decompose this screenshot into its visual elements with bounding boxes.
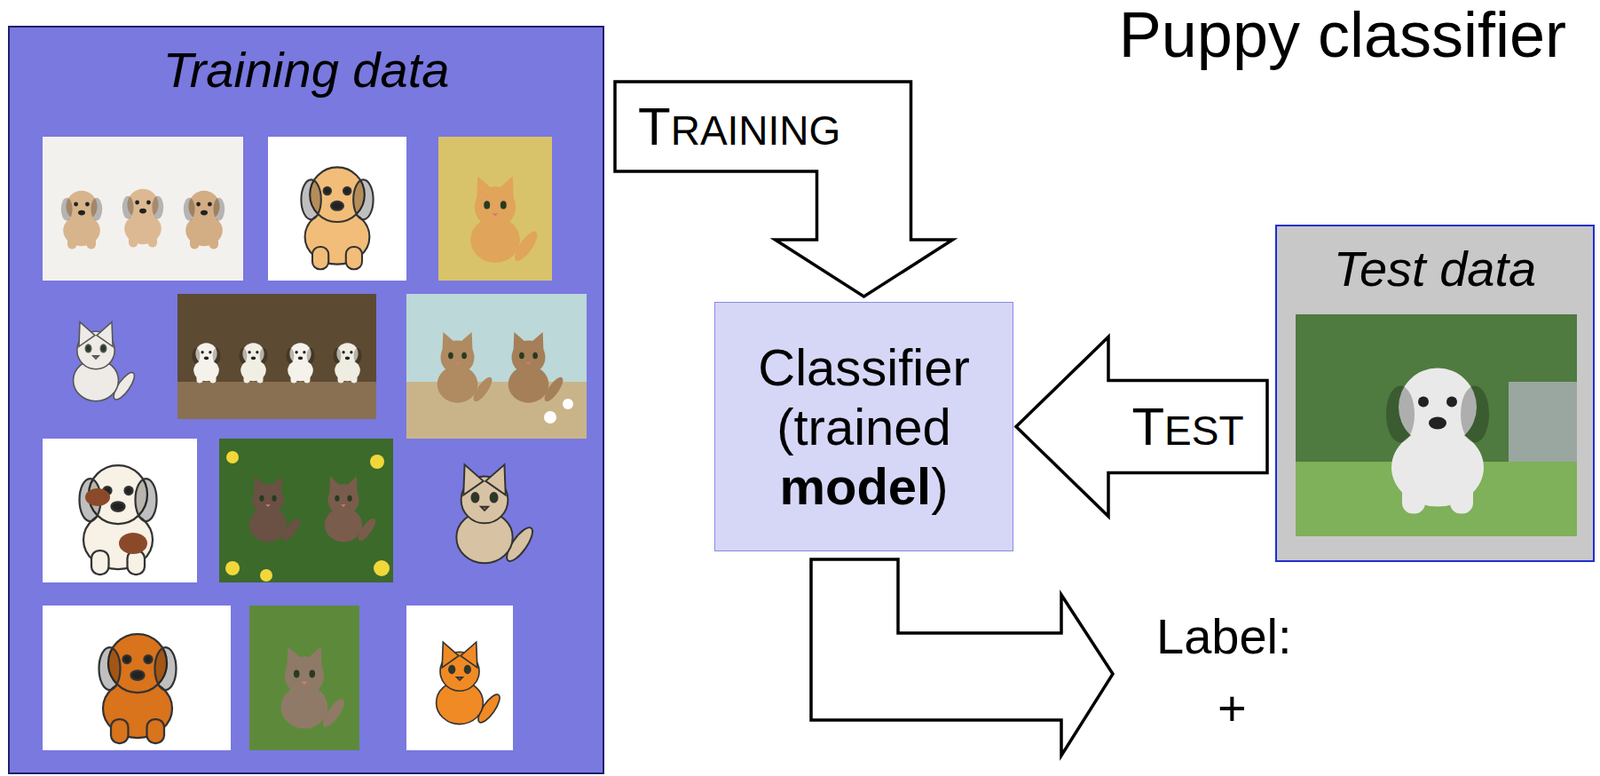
cartoon-st-bernard-part — [79, 465, 158, 575]
poodle-puppies-photo-part — [42, 136, 244, 281]
cartoon-dog — [267, 136, 407, 281]
vintage-kittens-picture-part — [437, 331, 496, 404]
text-part: Classifier (trained — [757, 338, 970, 456]
vintage-kittens-picture-part — [543, 410, 557, 424]
cartoon-dog-part — [300, 166, 373, 269]
cartoon-st-bernard-part — [42, 438, 198, 583]
husky-puppy-photo-part — [1386, 368, 1490, 514]
cartoon-orange-cat — [406, 605, 513, 750]
westie-puppies-photo-part — [286, 342, 316, 383]
vintage-kittens-picture-part — [508, 331, 567, 404]
poodle-puppies-photo — [42, 136, 244, 281]
edge-label: TEST — [1131, 397, 1244, 457]
kitten-grass-photo-part — [249, 605, 360, 750]
calico-kittens-photo-part — [249, 476, 303, 544]
calico-kittens-photo-part — [370, 454, 385, 469]
cartoon-st-bernard-part — [118, 532, 148, 554]
westie-puppies-photo-part — [192, 342, 221, 383]
husky-puppy-photo-part — [1295, 314, 1577, 536]
westie-puppies-photo-part — [239, 342, 268, 383]
vintage-kittens-picture — [406, 293, 587, 439]
calico-kittens-photo-part — [373, 559, 390, 576]
kitten-grass-photo — [249, 605, 360, 750]
text-part: ) — [930, 457, 948, 515]
westie-puppies-photo-part — [177, 381, 377, 419]
cartoon-orange-dog-part — [42, 605, 231, 750]
kitten-grass-photo-part — [281, 646, 349, 730]
cartoon-orange-cat-part — [436, 641, 505, 726]
calico-kittens-photo — [219, 438, 394, 583]
training-block-arrow — [614, 81, 954, 297]
cartoon-orange-cat-part — [406, 605, 513, 750]
westie-puppies-photo-part — [177, 293, 377, 419]
westie-puppies-photo — [177, 293, 377, 419]
kitten-photo-part — [438, 136, 552, 281]
cartoon-orange-dog-part — [99, 633, 177, 743]
poodle-puppies-photo-part — [183, 190, 225, 250]
cartoon-dog-part — [267, 136, 407, 281]
classifier-box: Classifier (trained model) — [714, 301, 1014, 552]
vintage-kittens-picture-part — [406, 293, 587, 439]
diagram-title: Puppy classifier — [1119, 0, 1567, 71]
output-value: + — [1217, 677, 1247, 738]
calico-kittens-photo-part — [219, 438, 394, 583]
classifier-box-text: Classifier (trained model) — [725, 337, 1002, 517]
vintage-kittens-picture-part — [562, 398, 574, 410]
edge-label: TRAINING — [638, 97, 841, 157]
husky-puppy-photo — [1295, 314, 1577, 536]
training-data-panel-text: Training data — [163, 39, 450, 100]
test-data-panel-text: Test data — [1333, 238, 1537, 299]
kitten-photo — [438, 136, 552, 281]
poodle-puppies-photo-part — [122, 189, 164, 248]
calico-kittens-photo-part — [324, 476, 379, 544]
husky-puppy-photo-part — [1508, 381, 1577, 462]
poodle-puppies-photo-part — [61, 190, 103, 250]
cartoon-st-bernard — [42, 438, 198, 583]
westie-puppies-photo-part — [333, 342, 363, 383]
output-block-arrow — [811, 559, 1113, 756]
calico-kittens-photo-part — [226, 450, 239, 464]
output-label: Label: — [1156, 606, 1293, 666]
calico-kittens-photo-part — [260, 568, 273, 582]
cartoon-orange-dog — [42, 605, 231, 750]
cartoon-st-bernard-part — [85, 488, 111, 506]
test-block-arrow — [1016, 337, 1268, 517]
calico-kittens-photo-part — [225, 560, 240, 576]
vintage-kittens-picture-part — [406, 381, 587, 439]
bold-text-part: model — [779, 457, 931, 515]
kitten-photo-part — [470, 175, 542, 264]
